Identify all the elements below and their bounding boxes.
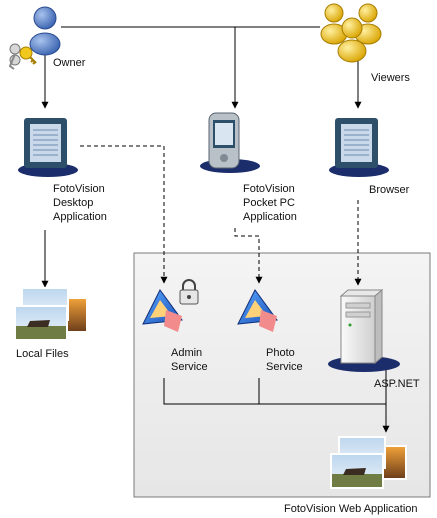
viewers-label: Viewers bbox=[371, 72, 410, 84]
desktop-label-line3: Application bbox=[53, 211, 107, 223]
pocket-to-photo-dashed bbox=[234, 228, 263, 284]
photo-service-icon bbox=[237, 289, 278, 332]
aspnet-label: ASP.NET bbox=[374, 378, 420, 390]
desktop-label-line1: FotoVision bbox=[53, 183, 105, 195]
desktop-monitor-icon bbox=[18, 118, 78, 177]
photo-service-line1: Photo bbox=[266, 347, 295, 359]
photo-service-line2: Service bbox=[266, 361, 303, 373]
pocket-pc-icon bbox=[200, 112, 260, 173]
aspnet-server-icon bbox=[328, 288, 400, 372]
pocket-label-line2: Pocket PC bbox=[243, 197, 295, 209]
web-files-photos-icon bbox=[330, 436, 407, 489]
browser-monitor-icon bbox=[329, 118, 389, 177]
owner-person-icon bbox=[29, 6, 61, 56]
keys-icon bbox=[8, 43, 37, 70]
viewers-group-icon bbox=[320, 3, 382, 63]
desktop-label-line2: Desktop bbox=[53, 197, 93, 209]
pocket-label-line3: Application bbox=[243, 211, 297, 223]
desktop-to-admin-dashed bbox=[80, 145, 168, 284]
pocket-label-line1: FotoVision bbox=[243, 183, 295, 195]
services-bus-line bbox=[163, 378, 386, 405]
local-files-label: Local Files bbox=[16, 348, 69, 360]
connectors bbox=[41, 26, 390, 433]
owner-label: Owner bbox=[53, 57, 86, 69]
admin-service-line1: Admin bbox=[171, 347, 202, 359]
local-files-photos-icon bbox=[14, 287, 88, 341]
admin-service-line2: Service bbox=[171, 361, 208, 373]
admin-service-icon bbox=[142, 289, 183, 332]
lock-icon bbox=[179, 279, 199, 305]
web-app-label: FotoVision Web Application bbox=[284, 503, 418, 515]
browser-label: Browser bbox=[369, 184, 410, 196]
